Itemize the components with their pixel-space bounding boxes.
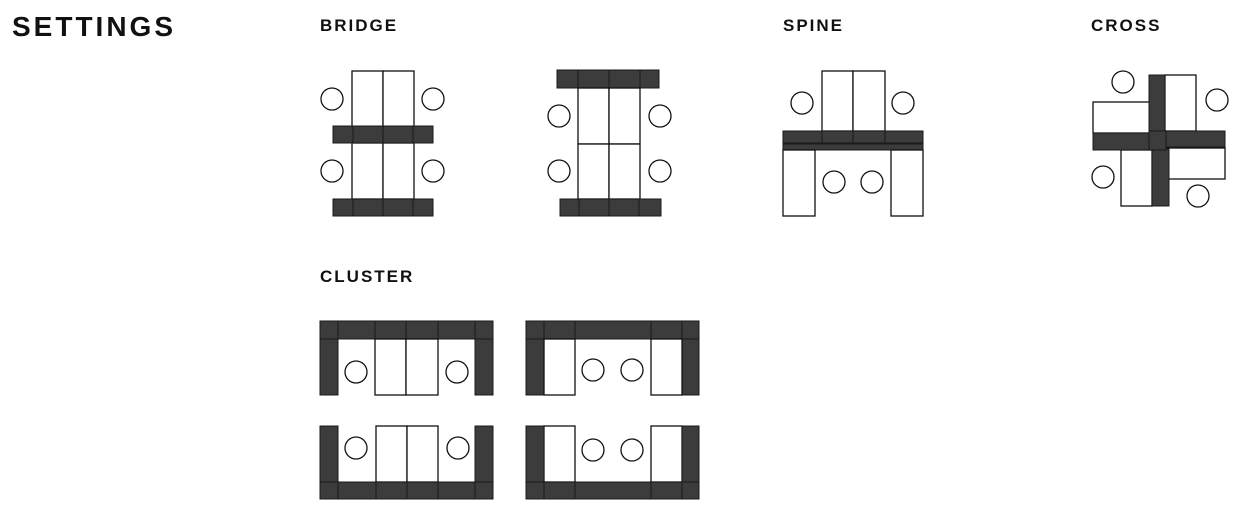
cross-label: CROSS	[1091, 16, 1162, 35]
cluster-layout-4	[525, 425, 700, 500]
cross-layout	[1091, 70, 1229, 208]
bridge-layout-2	[547, 69, 672, 217]
bridge-label: BRIDGE	[320, 16, 399, 35]
cluster-label: CLUSTER	[320, 267, 415, 286]
spine-layout	[782, 70, 924, 217]
cluster-layout-3	[319, 425, 494, 500]
spine-label: SPINE	[783, 16, 845, 35]
cluster-layout-2	[525, 320, 700, 396]
bridge-layout-1	[320, 70, 445, 217]
cluster-layout-1	[319, 320, 494, 396]
page-title: SETTINGS	[12, 11, 177, 42]
